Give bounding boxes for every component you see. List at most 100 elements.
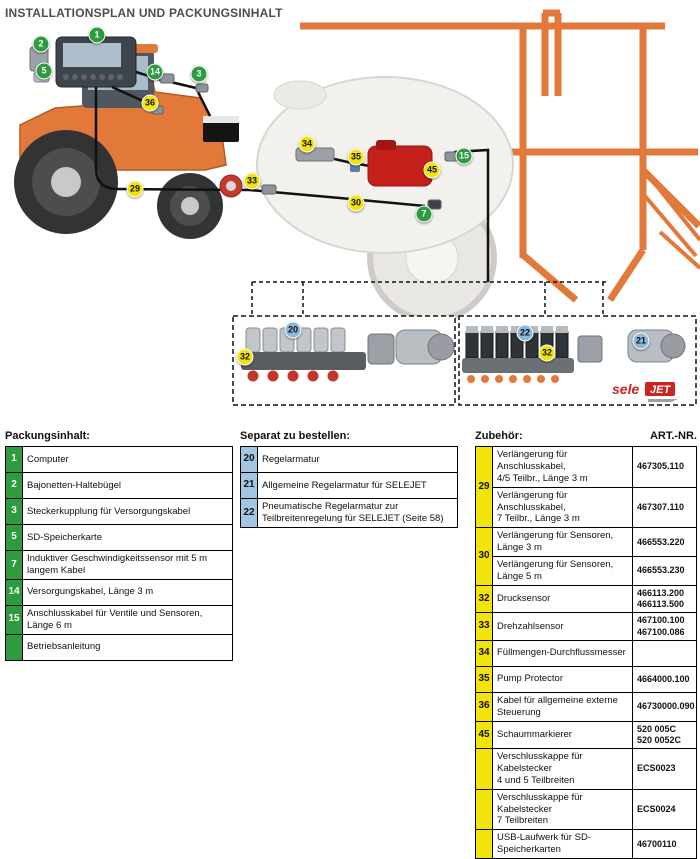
item-number-cell: 15 (5, 604, 23, 635)
callout-33: 33 (243, 172, 261, 190)
callout-22: 22 (516, 324, 534, 342)
sprayer-frame (300, 9, 700, 303)
callout-15: 15 (455, 147, 473, 165)
callout-20: 20 (284, 321, 302, 339)
item-number-cell: 32 (475, 584, 493, 614)
callout-3: 3 (190, 65, 208, 83)
item-description-cell: Induktiver Geschwindigkeitssensor mit 5 … (22, 550, 233, 580)
item-number-cell: 3 (5, 498, 23, 525)
packing-contents-header: Packungsinhalt: (5, 430, 233, 442)
callout-32: 32 (236, 348, 254, 366)
item-number-cell: 22 (240, 498, 258, 528)
item-description-cell: Schaummarkierer (492, 720, 633, 749)
cable-connectors (151, 73, 459, 210)
item-description-cell: Pump Protector (492, 665, 633, 693)
diagram-svg: sele JET (14, 9, 700, 406)
dashed-lines (251, 281, 606, 315)
article-number-cell: 46730000.090 (632, 691, 697, 722)
item-description-cell: Verlängerung für Anschlusskabel,4/5 Teil… (492, 446, 633, 488)
callout-34: 34 (298, 135, 316, 153)
rpm-sensor (219, 174, 243, 198)
accessories-title: Zubehör: (475, 430, 523, 442)
item-description-cell: Drucksensor (492, 584, 633, 614)
item-description-cell: Anschlusskabel für Ventile und Sensoren,… (22, 604, 233, 635)
callout-2: 2 (32, 35, 50, 53)
item-number-cell (475, 829, 493, 859)
item-number-cell: 21 (240, 472, 258, 499)
item-description-cell: Allgemeine Regelarmatur für SELEJET (257, 472, 458, 499)
item-description-cell: Drehzahlsensor (492, 612, 633, 641)
logo-sele-text: sele (612, 381, 639, 397)
order-separately-header: Separat zu bestellen: (240, 430, 458, 442)
item-description-cell: Versorgungskabel, Länge 3 m (22, 578, 233, 606)
callout-30: 30 (347, 194, 365, 212)
item-description-cell: Pneumatische Regelarmatur zur Teilbreite… (257, 498, 458, 528)
item-number-cell (475, 748, 493, 790)
logo-jet-text: JET (650, 384, 671, 396)
art-nr-column-header: ART.-NR. (649, 430, 697, 442)
item-number-cell: 1 (5, 446, 23, 473)
selejet-logo: sele JET (612, 381, 678, 402)
article-number-cell: 467307.110 (632, 486, 697, 529)
article-number-cell: 46700110 (632, 829, 697, 859)
item-description-cell: Regelarmatur (257, 446, 458, 473)
article-number-cell: ECS0024 (632, 788, 697, 831)
page-title: INSTALLATIONSPLAN UND PACKUNGSINHALT (5, 6, 283, 20)
item-description-cell: Steckerkupplung für Versorgungskabel (22, 498, 233, 525)
callout-45: 45 (423, 161, 441, 179)
battery (203, 116, 239, 142)
article-number-cell: ECS0023 (632, 748, 697, 790)
order-separately-title: Separat zu bestellen: (240, 430, 351, 442)
item-number-cell: 36 (475, 691, 493, 722)
item-number-cell: 30 (475, 527, 493, 586)
item-number-cell: 34 (475, 639, 493, 667)
accessories-header: Zubehör: ART.-NR. (475, 430, 697, 442)
item-number-cell: 5 (5, 524, 23, 551)
callout-14: 14 (146, 63, 164, 81)
pneumatic-valve-assembly (462, 326, 686, 383)
item-number-cell: 7 (5, 550, 23, 580)
item-number-cell: 2 (5, 472, 23, 499)
item-description-cell: Bajonetten-Haltebügel (22, 472, 233, 499)
item-description-cell: Verlängerung für Anschlusskabel,7 Teilbr… (492, 486, 633, 529)
table-row: Betriebsanleitung (5, 633, 233, 661)
item-description-cell: Kabel für allgemeine externe Steuerung (492, 691, 633, 722)
item-number-cell: 33 (475, 612, 493, 641)
callout-32: 32 (538, 344, 556, 362)
article-number-cell: 4664000.100 (632, 665, 697, 693)
callout-5: 5 (35, 62, 53, 80)
callout-7: 7 (415, 205, 433, 223)
item-description-cell: Computer (22, 446, 233, 473)
item-number-cell (5, 633, 23, 661)
callout-1: 1 (88, 26, 106, 44)
item-number-cell: 14 (5, 578, 23, 606)
